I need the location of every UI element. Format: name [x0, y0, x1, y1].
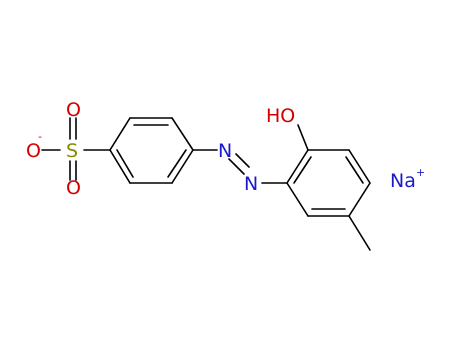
bond-ring-to-hydroxyl	[297, 124, 309, 151]
bond-methyl	[348, 215, 371, 251]
bond-nitrogen-nitrogen-a	[228, 158, 245, 175]
bond-ring1-lower-left	[109, 149, 131, 184]
bond-ring1-upper-right	[171, 117, 194, 151]
sodium-positive-charge: +	[416, 166, 425, 179]
bond-ring1-lower-right	[171, 149, 194, 184]
oxygen-top-label: O	[66, 99, 81, 121]
bond-ring2-upper-right-inner	[345, 156, 364, 184]
bonds	[41, 117, 371, 251]
nitrogen-upper-label: N	[218, 140, 232, 162]
sodium-label: Na	[390, 170, 416, 192]
oxygen-left-label: O	[26, 140, 41, 162]
hydroxyl-label: HO	[266, 105, 295, 127]
bond-ring2-upper-left	[286, 149, 309, 184]
bond-nitrogen-nitrogen-b	[235, 153, 250, 168]
nitrogen-lower-label: N	[244, 173, 258, 195]
bond-ring2-upper-left-inner	[293, 156, 312, 184]
bond-ring1-lower-right-inner	[167, 149, 187, 178]
bond-ring2-lower-left	[286, 182, 309, 217]
bond-ring2-upper-right	[348, 149, 371, 184]
sulfur-label: S	[66, 140, 78, 162]
bond-ring1-lower-left-inner	[116, 149, 134, 178]
bond-ring1-upper-left	[109, 117, 131, 151]
bond-ring2-lower-right	[348, 182, 371, 217]
oxygen-bottom-label: O	[66, 177, 81, 199]
oxygen-negative-charge: -	[38, 130, 42, 143]
atom-labels: HO S O O - O N N Na +	[26, 99, 425, 199]
